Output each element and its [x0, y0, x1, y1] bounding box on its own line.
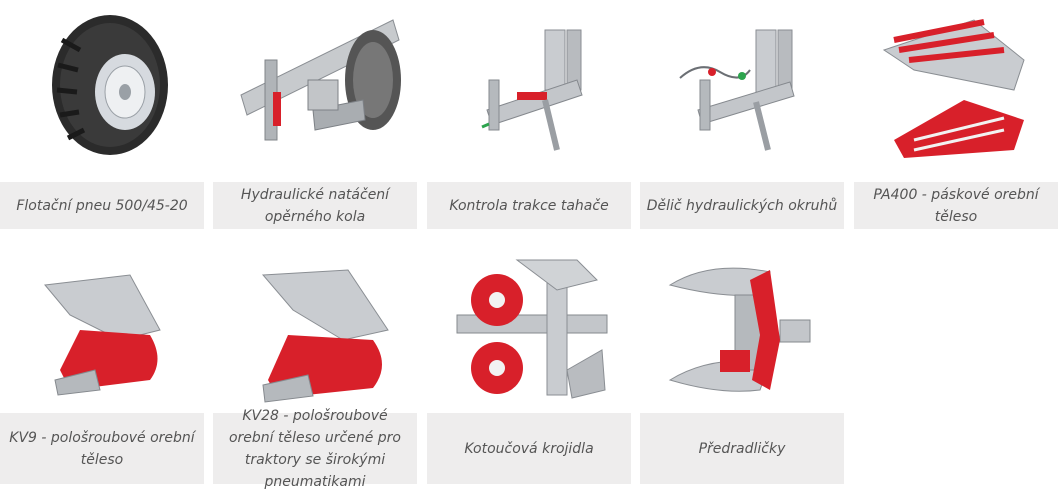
product-caption: Předradličky [640, 413, 844, 484]
product-caption: KV9 - pološroubové orební těleso [0, 413, 204, 484]
plough-body-kv28-icon [213, 250, 417, 410]
product-caption: Hydraulické natáčení opěrného kola [213, 182, 417, 229]
product-caption: KV28 - pološroubové orební těleso určené… [213, 408, 417, 490]
skimmer-icon [640, 250, 844, 410]
product-caption: Flotační pneu 500/45-20 [0, 182, 204, 229]
product-tile-hydraulic-splitter[interactable]: Dělič hydraulických okruhů [640, 0, 844, 229]
product-tile-kv28[interactable]: KV28 - pološroubové orební těleso určené… [213, 250, 417, 490]
product-tile-skimmer[interactable]: Předradličky [640, 250, 844, 484]
hydraulic-wheel-steering-icon [213, 0, 417, 170]
disc-coulter-icon [427, 250, 631, 410]
product-tile-hydraulic-steering[interactable]: Hydraulické natáčení opěrného kola [213, 0, 417, 229]
product-tile-traction-control[interactable]: Kontrola trakce tahače [427, 0, 631, 229]
product-tile-tire[interactable]: Flotační pneu 500/45-20 [0, 0, 204, 229]
product-caption: PA400 - páskové orební těleso [854, 182, 1058, 229]
product-caption: Kotoučová krojidla [427, 413, 631, 484]
traction-control-icon [427, 0, 631, 170]
tire-icon [0, 0, 204, 170]
product-tile-pa400[interactable]: PA400 - páskové orební těleso [854, 0, 1058, 229]
product-tile-kv9[interactable]: KV9 - pološroubové orební těleso [0, 250, 204, 484]
product-caption: Dělič hydraulických okruhů [640, 182, 844, 229]
plough-body-kv9-icon [0, 250, 204, 410]
product-tile-disc-coulter[interactable]: Kotoučová krojidla [427, 250, 631, 484]
product-caption: Kontrola trakce tahače [427, 182, 631, 229]
strip-plough-body-icon [854, 0, 1058, 170]
hydraulic-splitter-icon [640, 0, 844, 170]
